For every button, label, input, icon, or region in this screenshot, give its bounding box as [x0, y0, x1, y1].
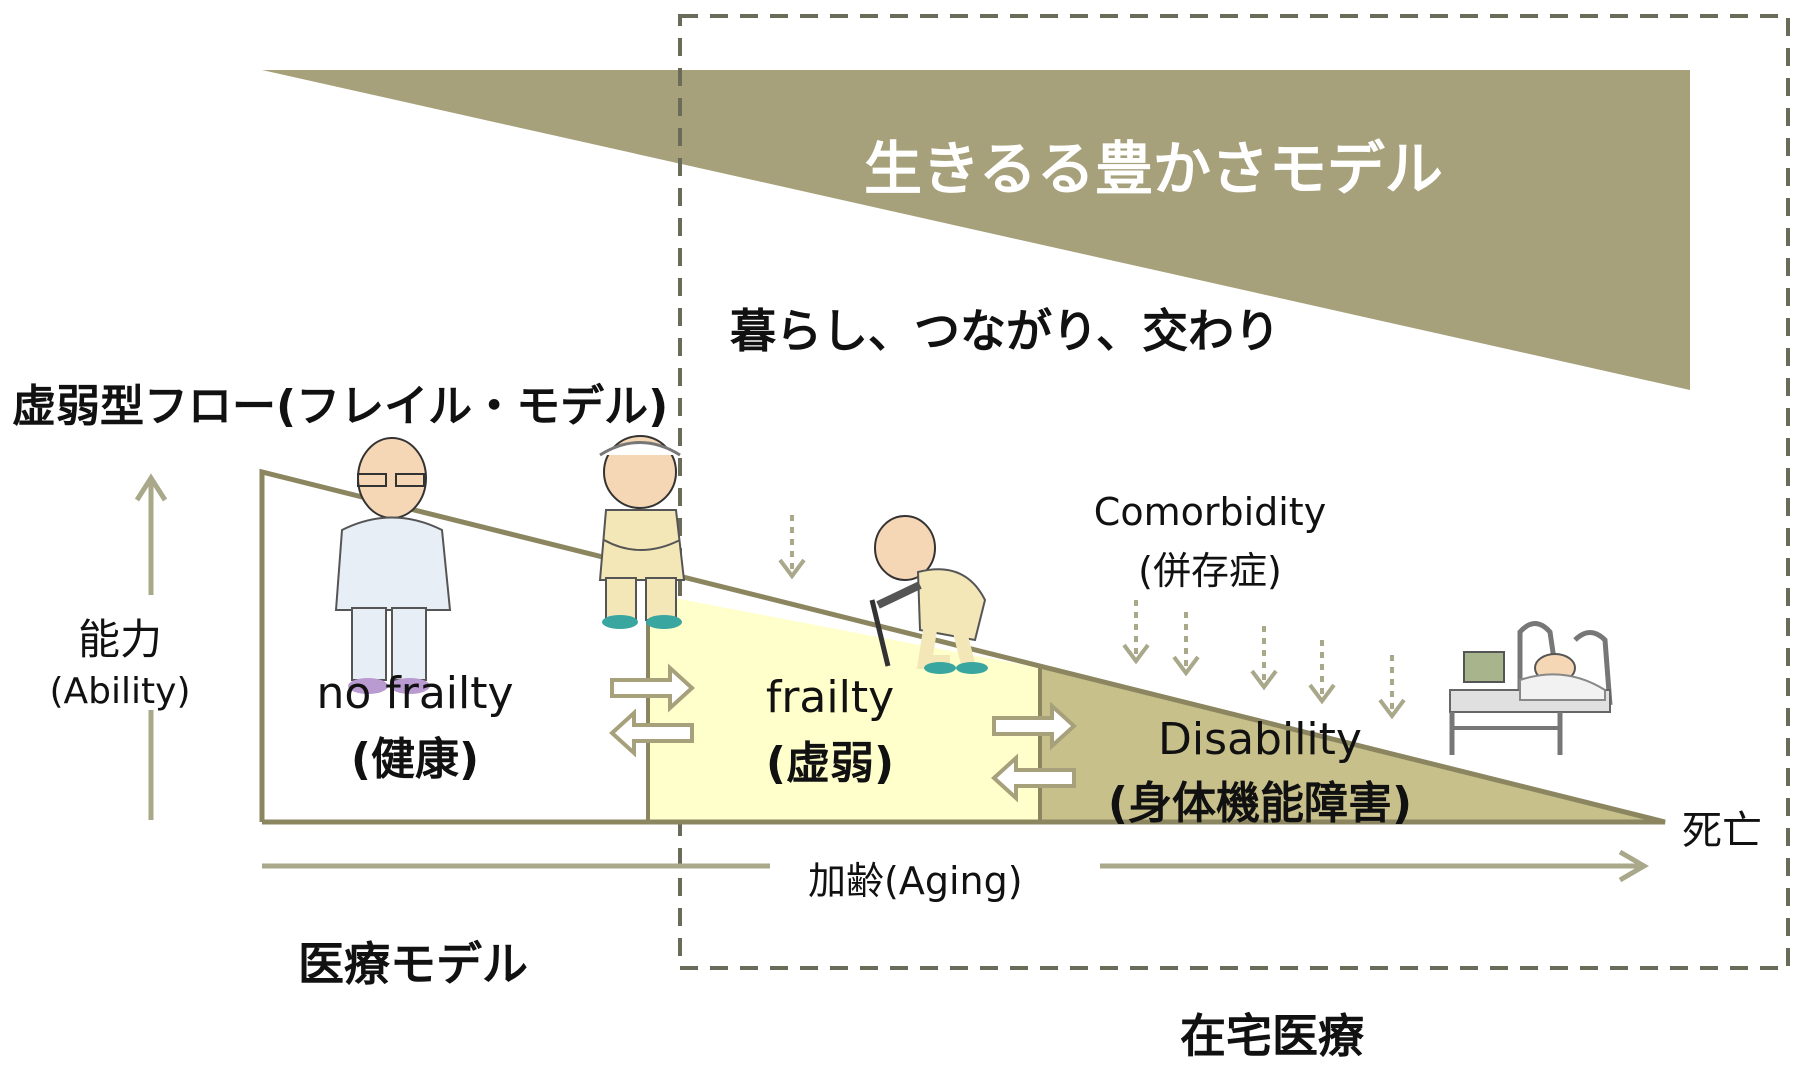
- ability-label-jp: 能力: [77, 615, 162, 664]
- medical-model-label: 医療モデル: [298, 937, 528, 991]
- ability-axis-arrow: [134, 473, 168, 820]
- elderly-man-cane-icon: [869, 515, 988, 674]
- transition-arrows-1: [609, 663, 695, 758]
- home-care-dashed-box: [678, 14, 1790, 970]
- elderly-man-frail-icon: [598, 435, 686, 629]
- transition-arrows-2: [991, 701, 1077, 803]
- aging-axis-arrow: [262, 849, 1649, 883]
- elderly-man-healthy-icon: [334, 437, 452, 694]
- ability-label: 能力 (Ability): [30, 606, 210, 712]
- comorbidity-arrowheads: [778, 558, 1406, 720]
- comorbidity-jp: (併存症): [1138, 549, 1282, 593]
- disability-label: Disability (身体機能障害): [1060, 714, 1460, 831]
- no-frailty-label: no frailty (健康): [300, 668, 530, 787]
- frailty-label: frailty (虚弱): [720, 672, 940, 791]
- no-frailty-jp: (健康): [350, 734, 480, 785]
- comorbidity-en: Comorbidity: [1093, 490, 1327, 534]
- comorbidity-arrows: [790, 515, 1394, 710]
- frailty-flow-title: 虚弱型フロー(フレイル・モデル): [12, 381, 669, 432]
- comorbidity-label: Comorbidity (併存症): [1080, 490, 1340, 595]
- no-frailty-en: no frailty: [316, 668, 514, 719]
- home-care-label: 在宅医療: [1180, 1009, 1364, 1063]
- frailty-jp: (虚弱): [765, 738, 895, 789]
- living-connections-subtitle: 暮らし、つながり、交わり: [730, 304, 1281, 358]
- death-label: 死亡: [1682, 808, 1762, 854]
- living-richness-title: 生きるる豊かさモデル: [864, 135, 1443, 203]
- disability-en: Disability: [1158, 714, 1362, 765]
- frailty-region: [648, 593, 1040, 822]
- ability-label-en: (Ability): [49, 671, 191, 712]
- disability-jp: (身体機能障害): [1107, 778, 1413, 829]
- living-richness-wedge: [262, 70, 1690, 390]
- hospital-bed-icon: [1449, 621, 1613, 755]
- aging-label: 加齢(Aging): [808, 859, 1023, 903]
- frailty-en: frailty: [765, 672, 895, 723]
